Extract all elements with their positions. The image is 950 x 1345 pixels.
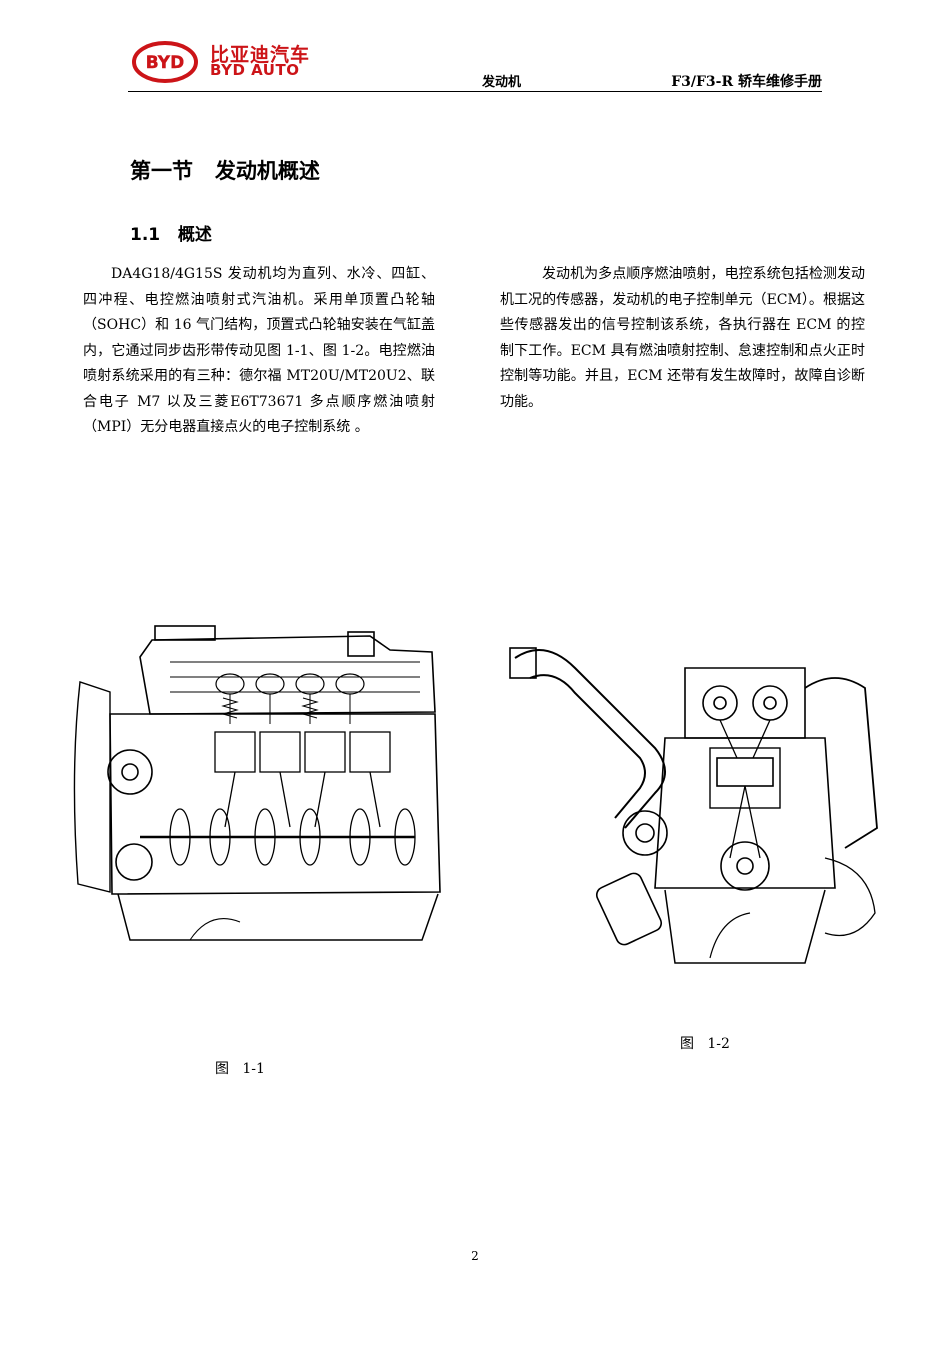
engine-front-section-figure bbox=[505, 628, 885, 973]
paragraph-right: 发动机为多点顺序燃油喷射，电控系统包括检测发动机工况的传感器，发动机的电子控制单… bbox=[500, 266, 865, 410]
engine-side-section-figure bbox=[70, 622, 448, 947]
brand-name-cn: 比亚迪汽车 bbox=[210, 44, 311, 66]
byd-logo-mark: BYD bbox=[132, 40, 198, 84]
subsection-title: 1.1 概述 bbox=[130, 225, 212, 245]
section-title: 第一节 发动机概述 bbox=[130, 159, 320, 183]
page-number: 2 bbox=[471, 1249, 479, 1263]
header-section-name: 发动机 bbox=[482, 75, 522, 90]
figure-caption-1-1: 图 1-1 bbox=[215, 1061, 265, 1077]
svg-text:BYD: BYD bbox=[146, 53, 184, 73]
figure-caption-1-2: 图 1-2 bbox=[680, 1036, 730, 1052]
header-manual-title: F3/F3-R 轿车维修手册 bbox=[671, 74, 822, 90]
paragraph-left: DA4G18/4G15S 发动机均为直列、水冷、四缸、四冲程、电控燃油喷射式汽油… bbox=[83, 266, 435, 435]
header-divider bbox=[128, 91, 822, 92]
brand-name-en: BYD AUTO bbox=[210, 61, 300, 79]
